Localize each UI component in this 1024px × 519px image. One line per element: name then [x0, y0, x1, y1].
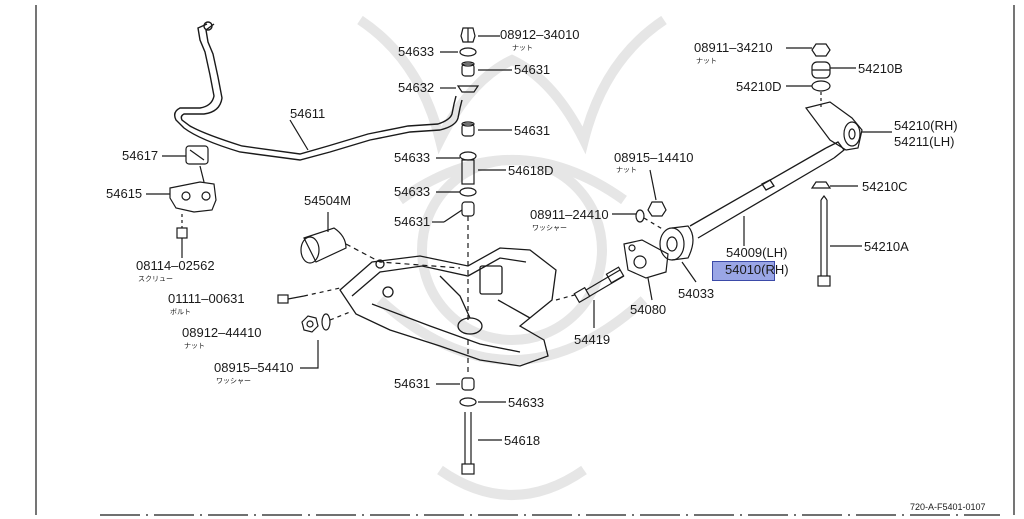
- label-54618D[interactable]: 54618D: [508, 163, 554, 178]
- sub-08912-44410: ナット: [184, 342, 205, 350]
- bracket-54080: [623, 239, 669, 279]
- washer-54633-low: [459, 187, 477, 197]
- diagram-code: 720-A-F5401-0107: [910, 502, 986, 512]
- sub-08915-54410: ワッシャー: [216, 377, 251, 385]
- spacer-54618D: [461, 159, 475, 185]
- label-54617[interactable]: 54617: [122, 148, 159, 163]
- label-54010[interactable]: 54010(RH): [725, 262, 789, 277]
- highlight-54010[interactable]: [712, 261, 775, 281]
- nut-08912-34010: [460, 27, 476, 43]
- label-08915-14410[interactable]: 08915–14410: [614, 150, 694, 165]
- label-54210A[interactable]: 54210A: [864, 239, 909, 254]
- watermark-emblem: [357, 15, 667, 500]
- label-54211-lh[interactable]: 54211(LH): [894, 134, 955, 149]
- bushing-54631-c: [461, 201, 475, 217]
- sub-08114-02562: スクリュー: [138, 275, 173, 283]
- label-08911-34210[interactable]: 08911–34210: [694, 40, 773, 55]
- sub-08915-14410: ナット: [616, 166, 637, 174]
- bracket-54210: [804, 101, 863, 151]
- sub-08911-24410: ワッシャー: [532, 224, 567, 232]
- leader-54080: [647, 277, 653, 301]
- label-54419[interactable]: 54419: [574, 332, 611, 347]
- bushing-54210B: [811, 61, 831, 79]
- bracket-54615: [169, 165, 217, 213]
- label-54009[interactable]: 54009(LH): [726, 245, 788, 260]
- label-54633-low[interactable]: 54633: [394, 184, 431, 199]
- label-54033[interactable]: 54033: [678, 286, 715, 301]
- label-54504M[interactable]: 54504M: [304, 193, 351, 208]
- label-54611[interactable]: 54611: [290, 106, 326, 121]
- dash-54504M: [345, 243, 461, 269]
- label-54631-a[interactable]: 54631: [514, 62, 551, 77]
- washer-54210D: [811, 80, 831, 92]
- sub-08911-34210: ナット: [696, 57, 717, 65]
- nut-08912-44410: [301, 315, 319, 333]
- bolt-54210A: [817, 195, 831, 287]
- bolt-01111: [277, 287, 341, 304]
- nut-08911-34210: [811, 43, 831, 57]
- leader-54033: [681, 261, 697, 283]
- label-54633-mid[interactable]: 54633: [394, 150, 431, 165]
- label-54210D[interactable]: 54210D: [736, 79, 782, 94]
- label-08912-34010[interactable]: 08912–34010: [500, 27, 580, 42]
- label-54210-rh[interactable]: 54210(RH): [894, 118, 958, 133]
- label-54080[interactable]: 54080: [630, 302, 667, 317]
- label-08912-44410[interactable]: 08912–44410: [182, 325, 262, 340]
- sub-01111-00631: ボルト: [170, 308, 191, 316]
- bushing-54033: [659, 225, 694, 261]
- washer-54633-mid: [459, 151, 477, 161]
- label-08915-54410[interactable]: 08915–54410: [214, 360, 294, 375]
- label-54631-c[interactable]: 54631: [394, 214, 431, 229]
- bushing-54631-a: [461, 61, 475, 77]
- leader-54611: [289, 119, 309, 151]
- label-08911-24410[interactable]: 08911–24410: [530, 207, 609, 222]
- sub-08912-34010: ナット: [512, 44, 533, 52]
- label-54633-top[interactable]: 54633: [398, 44, 435, 59]
- label-01111-00631[interactable]: 01111–00631: [168, 291, 245, 306]
- washer-08915-54410: [321, 313, 331, 331]
- washer-54633-bot: [459, 397, 477, 407]
- bushing-54617: [185, 145, 209, 165]
- washer-08911-24410: [635, 209, 645, 223]
- label-54631-d[interactable]: 54631: [394, 376, 431, 391]
- bolt-54618: [461, 412, 475, 475]
- label-54210C[interactable]: 54210C: [862, 179, 908, 194]
- label-54615[interactable]: 54615: [106, 186, 143, 201]
- label-54631-b[interactable]: 54631: [514, 123, 551, 138]
- bushing-54504M: [300, 212, 347, 264]
- label-54210B[interactable]: 54210B: [858, 61, 903, 76]
- label-54633-bot[interactable]: 54633: [508, 395, 545, 410]
- bushing-54631-b: [461, 121, 475, 137]
- label-08114-02562[interactable]: 08114–02562: [136, 258, 215, 273]
- retainer-54632: [456, 85, 480, 93]
- washer-54210C: [810, 181, 832, 189]
- strut-rod: [689, 141, 845, 239]
- bushing-54631-d: [461, 377, 475, 391]
- bolt-54419: [573, 266, 625, 304]
- label-54618[interactable]: 54618: [504, 433, 541, 448]
- washer-54633-top: [459, 47, 477, 57]
- lower-arm-crossmember: [339, 247, 557, 367]
- screw-08114: [176, 214, 188, 258]
- leader-08915-54410: [300, 340, 319, 369]
- stabilizer-bar: [173, 21, 463, 161]
- label-54632[interactable]: 54632: [398, 80, 435, 95]
- nut-08915-14410: [647, 201, 667, 217]
